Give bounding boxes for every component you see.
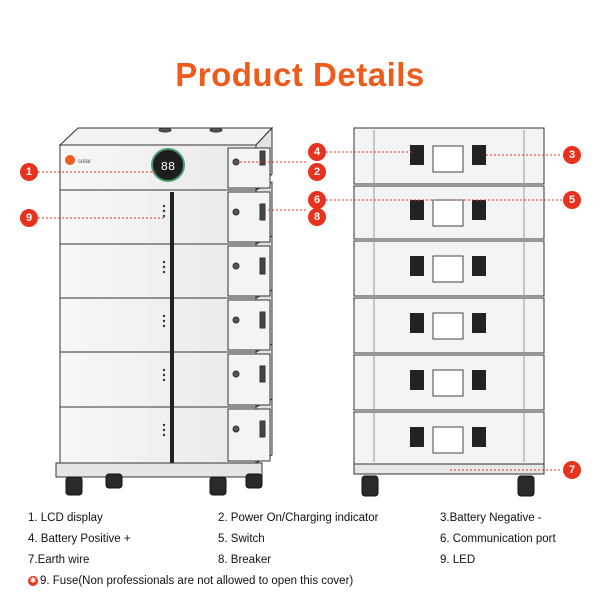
lcd-display: 88 bbox=[151, 148, 185, 182]
marker-4: 4 bbox=[308, 143, 326, 161]
marker-9: 9 bbox=[20, 209, 38, 227]
page-title: Product Details bbox=[175, 56, 425, 93]
legend-item-negative: 3.Battery Negative - bbox=[440, 512, 542, 524]
legend-item-comm-port: 6. Communication port bbox=[440, 533, 556, 545]
brand-logo: solar bbox=[65, 155, 91, 165]
legend-item-breaker: 8. Breaker bbox=[218, 554, 272, 566]
fuse-marker-icon: ✱ bbox=[28, 575, 38, 586]
marker-7: 7 bbox=[563, 461, 581, 479]
marker-3: 3 bbox=[563, 146, 581, 164]
back-view bbox=[353, 127, 545, 497]
brand-text: solar bbox=[78, 159, 91, 165]
marker-6: 6 bbox=[308, 191, 326, 209]
legend-item-led: 9. LED bbox=[440, 554, 476, 566]
marker-5: 5 bbox=[563, 191, 581, 209]
marker-1: 1 bbox=[20, 163, 38, 181]
fuse-note: ✱9. Fuse(Non professionals are not allow… bbox=[28, 575, 353, 587]
front-view bbox=[55, 126, 274, 496]
marker-2: 2 bbox=[308, 163, 326, 181]
fuse-note-text: 9. Fuse(Non professionals are not allowe… bbox=[40, 575, 354, 587]
legend-item-power: 2. Power On/Charging indicator bbox=[218, 512, 379, 524]
product-figure: 88 solar bbox=[38, 126, 562, 497]
marker-8: 8 bbox=[308, 208, 326, 226]
legend-item-switch: 5. Switch bbox=[218, 533, 265, 545]
lcd-value: 88 bbox=[161, 160, 175, 174]
legend-item-lcd: 1. LCD display bbox=[28, 512, 103, 524]
legend-item-positive: 4. Battery Positive + bbox=[28, 533, 131, 545]
legend-item-earth: 7.Earth wire bbox=[28, 554, 90, 566]
callout-lines bbox=[38, 151, 562, 471]
